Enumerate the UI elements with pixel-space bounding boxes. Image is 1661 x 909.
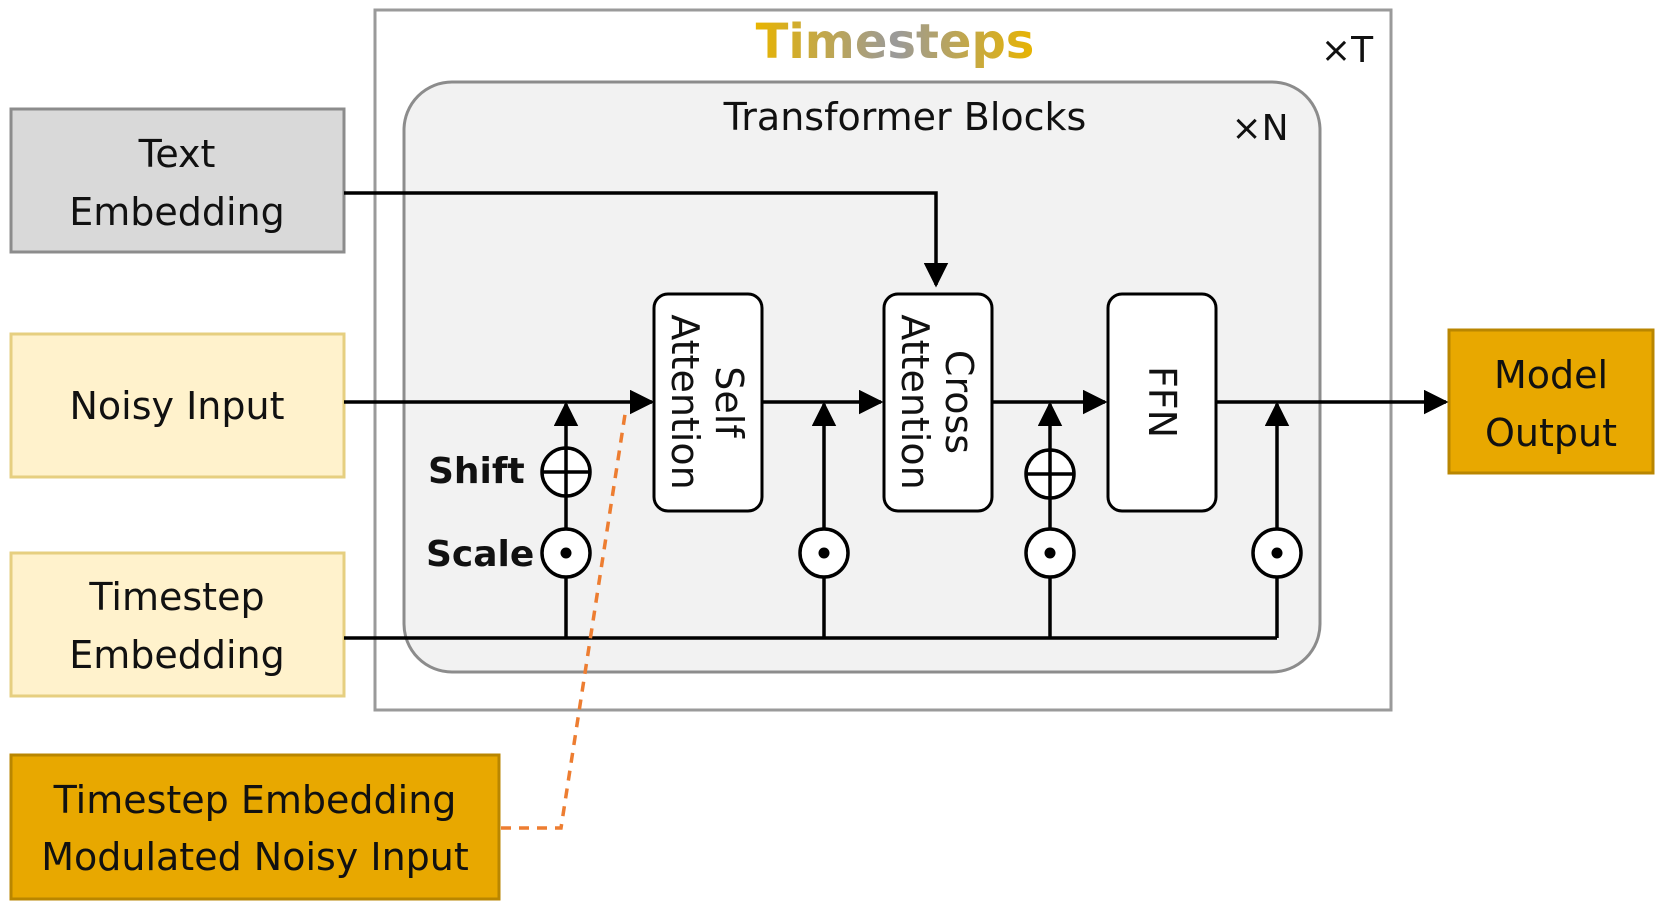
transformer-blocks-panel <box>402 80 1322 674</box>
timesteps-title: Timesteps <box>756 14 1035 70</box>
timestep-embedding-line2: Embedding <box>69 633 285 677</box>
text-embedding-box: Text Embedding <box>9 107 346 254</box>
model-output-line2: Output <box>1485 411 1617 455</box>
model-output-line1: Model <box>1494 353 1608 397</box>
self-attention-line2: Attention <box>663 314 707 489</box>
callout-dashed-connector <box>501 407 628 830</box>
multiply-operator-2 <box>798 527 850 579</box>
shift-add-operator <box>540 446 592 498</box>
callout-line1: Timestep Embedding <box>53 778 457 822</box>
multiply-operator-4 <box>1251 527 1303 579</box>
transformer-blocks-repeat-label: ×N <box>1231 108 1288 149</box>
shift-label: Shift <box>428 451 525 492</box>
transformer-blocks-label: Transformer Blocks <box>723 95 1087 139</box>
ffn-label: FFN <box>1140 366 1184 438</box>
noisy-input-label: Noisy Input <box>70 384 285 428</box>
multiply-operator-3 <box>1024 527 1076 579</box>
text-embedding-connector <box>344 191 949 288</box>
model-output-box: Model Output <box>1447 328 1655 475</box>
noisy-input-box: Noisy Input <box>9 332 346 479</box>
ffn-block: FFN <box>1106 292 1218 513</box>
text-embedding-line2: Embedding <box>69 190 285 234</box>
timestep-embedding-box: Timestep Embedding <box>9 551 346 698</box>
scale-multiply-operator-1 <box>540 527 592 579</box>
timesteps-repeat-label: ×T <box>1321 30 1374 71</box>
cross-attention-line2: Attention <box>893 314 937 489</box>
self-attention-line1: Self <box>707 366 751 439</box>
cross-attention-add-operator <box>1024 448 1076 500</box>
callout-line2: Modulated Noisy Input <box>41 835 469 879</box>
cross-attention-line1: Cross <box>937 350 981 454</box>
cross-attention-block: Cross Attention <box>882 292 994 513</box>
text-embedding-line1: Text <box>138 132 216 176</box>
modulated-input-callout: Timestep Embedding Modulated Noisy Input <box>9 753 501 901</box>
scale-label: Scale <box>426 534 534 575</box>
timestep-embedding-line1: Timestep <box>88 575 264 619</box>
self-attention-block: Self Attention <box>652 292 764 513</box>
